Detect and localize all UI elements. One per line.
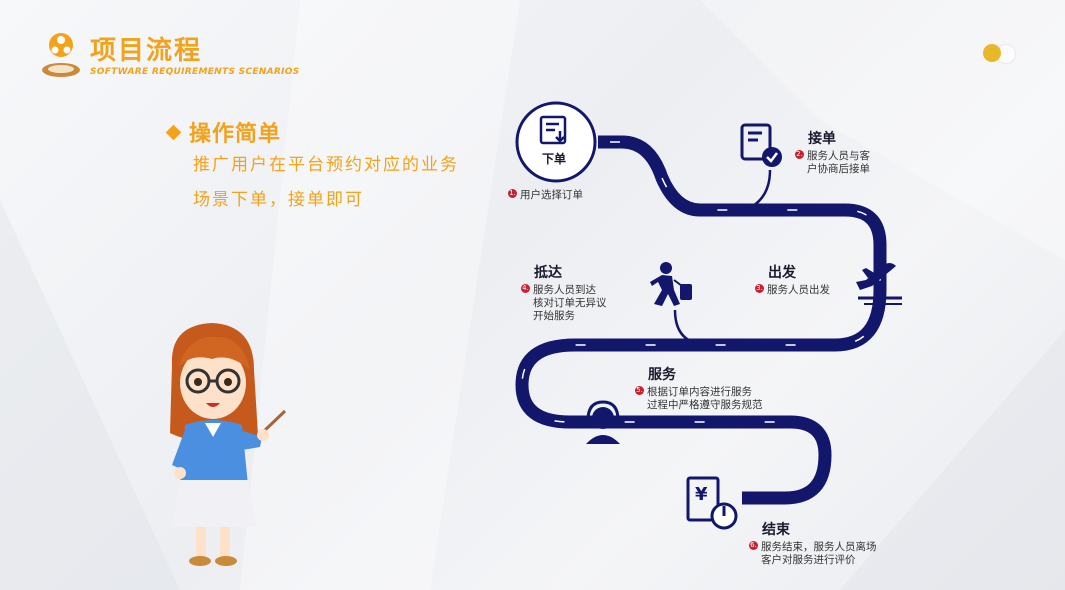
step-5-desc-line-1: 根据订单内容进行服务 bbox=[647, 386, 752, 398]
step-2-number: 2. bbox=[795, 150, 804, 159]
step-5-number: 5. bbox=[635, 386, 644, 395]
step-5-description: 5.根据订单内容进行服务 过程中严格遵守服务规范 bbox=[635, 386, 763, 412]
step-3-desc-line-1: 服务人员出发 bbox=[767, 284, 830, 296]
step-3-description: 3.服务人员出发 bbox=[755, 284, 830, 297]
page-title: 项目流程 bbox=[90, 36, 203, 66]
yuan-power-icon: ¥ bbox=[686, 476, 738, 530]
step-2-title: 接单 bbox=[808, 131, 836, 147]
step-2-desc-line-2: 户协商后接单 bbox=[807, 163, 870, 175]
step-4-number: 4. bbox=[521, 284, 530, 293]
step-6-title: 结束 bbox=[762, 522, 790, 538]
step-4-desc-line-3: 开始服务 bbox=[533, 310, 575, 322]
step-4-desc-line-2: 核对订单无异议 bbox=[533, 297, 607, 309]
feature-title: 操作简单 bbox=[189, 122, 282, 147]
order-form-icon bbox=[539, 115, 567, 145]
page-indicator bbox=[983, 44, 1001, 62]
flow-road bbox=[515, 135, 887, 505]
headset-agent-icon bbox=[584, 400, 622, 444]
feature-description-line-1: 推广用户在平台预约对应的业务 bbox=[193, 155, 459, 175]
step-1-description: 1.用户选择订单 bbox=[508, 189, 583, 202]
step-5-title: 服务 bbox=[648, 367, 676, 383]
step-4-description: 4.服务人员到达 核对订单无异议 开始服务 bbox=[521, 284, 607, 323]
step-2-desc-line-1: 服务人员与客 bbox=[807, 150, 870, 162]
feature-description-line-2: 场景下单，接单即可 bbox=[193, 190, 364, 210]
step-3-title: 出发 bbox=[768, 265, 796, 281]
step-6-desc-line-2: 客户对服务进行评价 bbox=[761, 554, 856, 566]
step-6-number: 6. bbox=[749, 541, 758, 550]
connector-accept bbox=[744, 169, 772, 212]
step-2-description: 2.服务人员与客 户协商后接单 bbox=[795, 150, 870, 176]
svg-text:¥: ¥ bbox=[695, 484, 708, 505]
feature-heading: 操作简单 bbox=[165, 116, 282, 148]
road-markings bbox=[521, 141, 881, 423]
step-6-description: 6.服务结束，服务人员离场 客户对服务进行评价 bbox=[749, 541, 877, 567]
traveler-with-luggage-icon bbox=[650, 262, 692, 306]
step-4-desc-line-1: 服务人员到达 bbox=[533, 284, 596, 296]
airplane-takeoff-icon bbox=[856, 263, 902, 305]
accept-checklist-icon bbox=[740, 123, 782, 167]
page-subtitle: SOFTWARE REQUIREMENTS SCENARIOS bbox=[90, 67, 300, 77]
step-1-title: 下单 bbox=[542, 152, 567, 166]
connector-arrive bbox=[673, 309, 711, 347]
company-logo bbox=[42, 33, 80, 77]
step-3-number: 3. bbox=[755, 284, 764, 293]
step-1-desc-line-1: 用户选择订单 bbox=[520, 189, 583, 201]
step-1-number: 1. bbox=[508, 189, 517, 198]
step-6-desc-line-1: 服务结束，服务人员离场 bbox=[761, 541, 877, 553]
step-5-desc-line-2: 过程中严格遵守服务规范 bbox=[647, 399, 763, 411]
step-4-title: 抵达 bbox=[534, 265, 562, 281]
teacher-character-illustration bbox=[170, 323, 287, 566]
